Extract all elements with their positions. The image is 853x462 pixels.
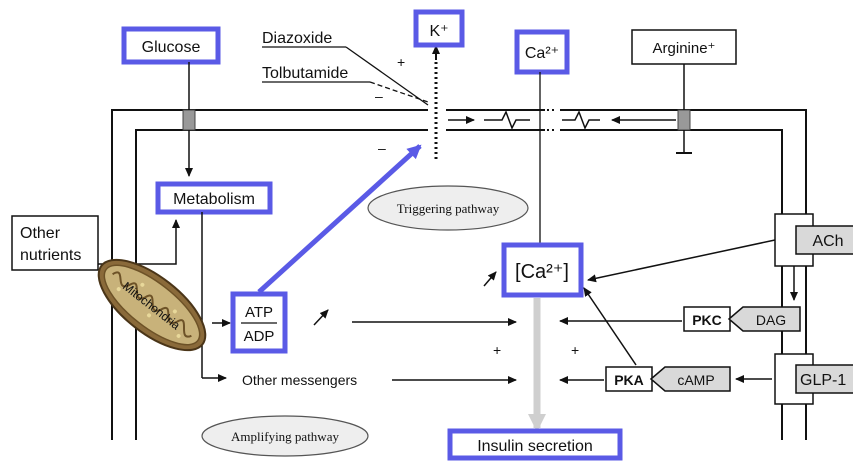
dag-arrow-box [727,306,801,332]
k-ion-label: K⁺ [429,23,448,40]
glp1-label: GLP-1 [800,372,846,389]
ca-increase-arrow [483,271,497,287]
adp-label: ADP [244,328,275,345]
dag-label: DAG [756,312,786,328]
ca-ion-label: Ca²⁺ [525,45,559,62]
arginine-label: Arginine⁺ [653,40,716,57]
depolarization-spike-left [484,110,530,130]
ca-concentration-box [501,242,584,298]
atp-increase-arrow [313,309,329,326]
other-nutrients-label-line1: Other [20,225,61,242]
cell-membrane [111,109,807,440]
tolbutamide-minus: – [375,88,383,104]
other-nutrients-box [11,215,99,271]
k-ion-box [413,9,465,48]
depolarization-spike-right [562,110,600,130]
other-nutrients-label-line2: nutrients [20,247,81,264]
diazoxide-line [345,46,429,106]
metabolism-label: Metabolism [173,191,255,208]
insulin-secretion-box [447,428,623,461]
pka-to-ca-arrow [583,287,637,366]
triggering-pathway-label: Triggering pathway [397,201,500,216]
amplifying-pathway-ellipse [201,415,369,457]
plus-left: + [493,342,501,358]
ach-to-ca-arrow [587,239,776,283]
atp-label: ATP [245,304,273,321]
other-messengers-label: Other messengers [242,372,357,388]
diazoxide-label: Diazoxide [262,30,332,47]
glp1-box [795,364,853,394]
arginine-transporter [677,109,691,131]
glucose-transporter [182,109,196,131]
ca-concentration-label: [Ca²⁺] [515,261,569,283]
tolbutamide-label: Tolbutamide [262,65,348,82]
glucose-label: Glucose [142,39,201,56]
pka-box [605,366,653,392]
membrane-gap [547,109,554,131]
metabolism-box [155,181,273,215]
tolbutamide-line [369,81,429,103]
camp-arrow-box [649,366,731,392]
atp-to-k-channel-arrow [257,144,422,294]
diazoxide-plus: + [397,54,405,70]
glucose-box [121,26,221,65]
arginine-box [631,29,737,65]
ach-label: ACh [812,233,843,250]
pka-label: PKA [614,372,644,388]
camp-label: cAMP [677,372,714,388]
plus-right: + [571,342,579,358]
insulin-secretion-label: Insulin secretion [477,438,593,455]
triggering-pathway-ellipse [367,185,529,231]
ach-box [795,225,853,255]
amplifying-pathway-label: Amplifying pathway [231,429,339,444]
pkc-label: PKC [692,312,722,328]
ca-ion-box [514,29,570,75]
mitochondria-icon: Mitochondria [97,258,207,352]
atp-minus: – [378,140,386,156]
